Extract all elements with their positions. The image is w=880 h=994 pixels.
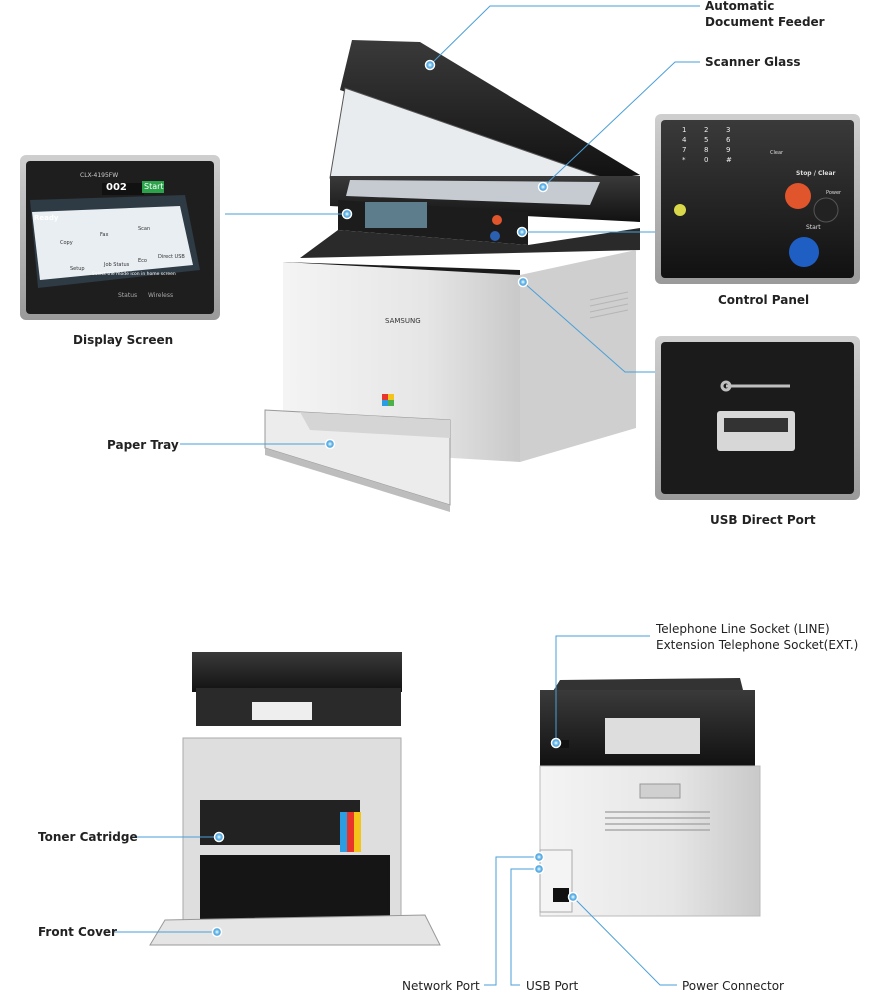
screen-app-setup: Setup [70,266,85,272]
adf-dot [424,59,436,71]
screen-app-scan: Scan [138,226,151,232]
screen-app-fax: Fax [100,232,109,238]
key-8: 8 [704,146,709,154]
key-2: 2 [704,126,709,134]
key-5: 5 [704,136,709,144]
scanner-glass-dot [537,181,549,193]
label-adf-line2: Document Feeder [705,15,825,29]
label-adf-line1: Automatic [705,0,775,13]
power-connector-dot [567,891,579,903]
screen-bottom-status: Status [118,292,138,299]
printer-body-front [283,262,520,462]
toner-dot [213,831,225,843]
screen-bottom-wireless: Wireless [148,292,174,299]
callout-lines [112,5,700,986]
key-6: 6 [726,136,731,144]
mini-start [490,231,500,241]
screen-model: CLX-4195FW [80,172,119,179]
panel-start-label: Start [806,224,821,231]
usb-direct-port-inset [655,336,860,500]
label-usb-port: USB Port [526,979,579,993]
key-0: 0 [704,156,709,164]
label-toner: Toner Catridge [38,830,138,844]
display-dot [341,208,353,220]
screen-app-copy: Copy [60,240,73,246]
panel-stop-label: Stop / Clear [796,170,836,177]
front-cover-dot [211,926,223,938]
screen-app-job-status: Job Status [104,262,130,268]
mini-stop [492,215,502,225]
brand-logo: SAMSUNG [385,317,421,325]
screen-count: 002 [106,182,127,193]
label-control-panel: Control Panel [718,293,810,307]
control-panel-dot [516,226,528,238]
output-tray [300,228,640,258]
front-cover [149,914,441,946]
callout-dots [211,59,579,938]
color-logo [382,394,394,406]
label-display-screen: Display Screen [73,333,174,347]
printer-body-side [520,250,636,462]
key-3: 3 [726,126,731,134]
label-paper-tray: Paper Tray [107,438,179,452]
label-telephone: Telephone Line Socket (LINE) Extension T… [656,621,858,653]
label-front-cover: Front Cover [38,925,117,939]
panel-keypad: 1 2 3 4 5 6 7 8 9 * 0 # [682,126,746,164]
key-4: 4 [682,136,687,144]
paper-stack [300,412,450,438]
control-panel-inset [655,114,860,284]
usb-port-dot [533,863,545,875]
label-network-port: Network Port [402,979,480,993]
label-usb-direct-port: USB Direct Port [710,513,816,527]
key-star: * [682,156,686,164]
mini-screen [365,202,427,228]
label-power-connector: Power Connector [682,979,784,993]
network-port-dot [533,851,545,863]
screen-start-button: Start [144,182,164,191]
scanner-glass [346,180,600,205]
display-screen-inset [20,155,220,320]
panel-clear-label: Clear [770,150,784,156]
key-9: 9 [726,146,731,154]
usb-direct-dot [517,276,529,288]
screen-app-eco: Eco [138,258,147,264]
key-7: 7 [682,146,687,154]
key-1: 1 [682,126,687,134]
side-vents [589,291,629,319]
panel-power-label: Power [826,190,842,196]
front-open-printer [149,652,441,946]
screen-hint: Select the mode icon in home screen [92,272,176,277]
screen-app-direct-usb: Direct USB [158,254,185,260]
label-scanner-glass: Scanner Glass [705,55,801,69]
label-telephone-line2: Extension Telephone Socket(EXT.) [656,638,859,652]
main-printer: SAMSUNG [264,40,640,512]
telephone-dot [550,737,562,749]
label-adf: Automatic Document Feeder [705,0,825,30]
key-hash: # [726,156,732,164]
adf-lid [340,40,640,180]
label-telephone-line1: Telephone Line Socket (LINE) [656,622,830,636]
screen-status: Ready [34,214,59,222]
back-printer [539,678,761,917]
paper-tray-dot [324,438,336,450]
